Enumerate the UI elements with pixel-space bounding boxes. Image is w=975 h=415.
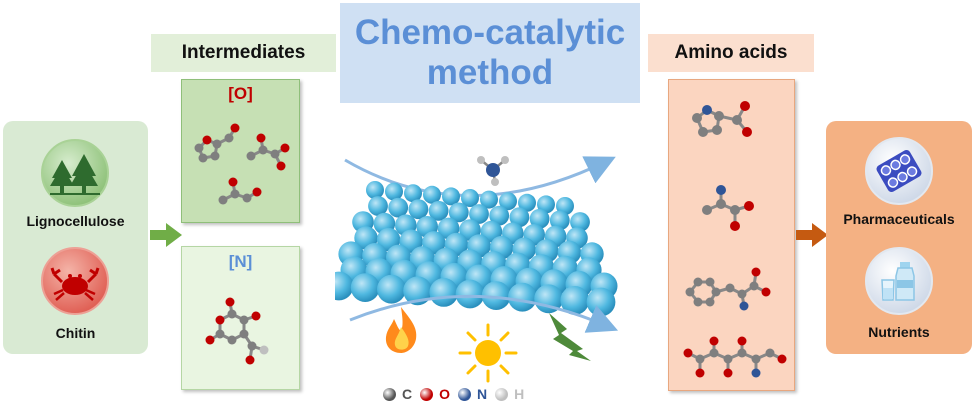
alanine-molecule [695, 180, 775, 240]
catalyst-atom [518, 193, 536, 212]
lower-flow-arrow [349, 294, 619, 333]
catalyst-atom [509, 207, 530, 228]
amino-acids-header-text: Amino acids [674, 42, 788, 63]
method-title-box: Chemo-catalytic method [340, 3, 640, 103]
intermediates-header-text: Intermediates [181, 42, 306, 63]
arrow-to-products [796, 223, 828, 247]
legend-item-n: N [458, 386, 487, 402]
legend-dot [420, 387, 434, 401]
catalyst-atom [423, 185, 441, 204]
milk-bottle-icon [864, 246, 934, 316]
catalyst-atom [350, 273, 380, 302]
legend-symbol: C [402, 386, 413, 402]
catalyst-atom [368, 196, 388, 216]
amino-acids-header: Amino acids [648, 34, 814, 72]
catalyst-atom [429, 278, 459, 307]
forest-icon [40, 138, 110, 208]
legend-dot [495, 387, 509, 401]
catalyst-atom [508, 282, 537, 312]
amino-acids-box [668, 79, 795, 391]
catalyst-atom [428, 200, 449, 221]
phenylalanine-molecule [680, 262, 790, 322]
catalyst-atom [388, 197, 409, 218]
catalyst-atom [403, 276, 432, 306]
catalyst-atom [469, 204, 489, 224]
feedstock-label-lignocellulose: Lignocellulose [26, 213, 125, 229]
proline-molecule [685, 96, 785, 148]
method-title-line1: Chemo-catalytic [354, 13, 626, 52]
arrow-to-intermediates [150, 223, 182, 247]
catalyst-atom [499, 192, 517, 211]
catalyst-atom [377, 274, 406, 304]
catalyst-atom [489, 205, 510, 226]
legend-symbol: O [439, 386, 451, 402]
catalyst-atom [480, 190, 498, 209]
oxygen-label: [O] [228, 84, 253, 103]
product-label-nutrients: Nutrients [868, 324, 930, 340]
legend-dot [383, 387, 396, 401]
method-title-line2: method [426, 53, 554, 92]
catalyst-atom [570, 212, 590, 232]
nitrogen-intermediate-molecule [200, 290, 280, 380]
intermediates-header: Intermediates [151, 34, 336, 72]
ammonia-molecule [473, 152, 513, 186]
flame-icon [380, 305, 422, 355]
catalyst-atom [556, 197, 574, 215]
legend-item-c: C [383, 386, 412, 402]
catalyst-atom [448, 202, 469, 223]
catalyst-atom [537, 195, 555, 214]
catalyst-atom [560, 286, 590, 315]
catalyst-atom [366, 181, 384, 199]
legend-symbol: N [477, 386, 488, 402]
catalyst-atom [549, 210, 570, 231]
catalyst-atom [442, 187, 460, 206]
catalyst-atom [335, 271, 354, 301]
catalyst-atom [408, 199, 429, 220]
feedstock-label-chitin: Chitin [55, 325, 96, 341]
crab-icon [40, 246, 110, 316]
catalyst-atom [529, 208, 550, 229]
sun-icon [458, 323, 518, 383]
nitrogen-label: [N] [228, 252, 253, 271]
amino-acid-chain-molecule [680, 335, 792, 385]
catalyst-atom [404, 184, 422, 203]
legend-symbol: H [514, 386, 525, 402]
catalyst-atom [385, 182, 403, 201]
legend-dot [458, 387, 472, 401]
catalyst-surface-illustration [335, 140, 625, 340]
legend-item-h: H [495, 386, 524, 402]
oxygen-intermediates-molecules [185, 110, 297, 218]
catalyst-atom [455, 279, 485, 309]
product-label-pharmaceuticals: Pharmaceuticals [843, 211, 955, 227]
catalyst-atom [461, 189, 479, 207]
legend-item-o: O [420, 386, 450, 402]
catalyst-atom [481, 281, 511, 310]
lightning-icon [543, 311, 593, 363]
pills-icon [864, 136, 934, 206]
